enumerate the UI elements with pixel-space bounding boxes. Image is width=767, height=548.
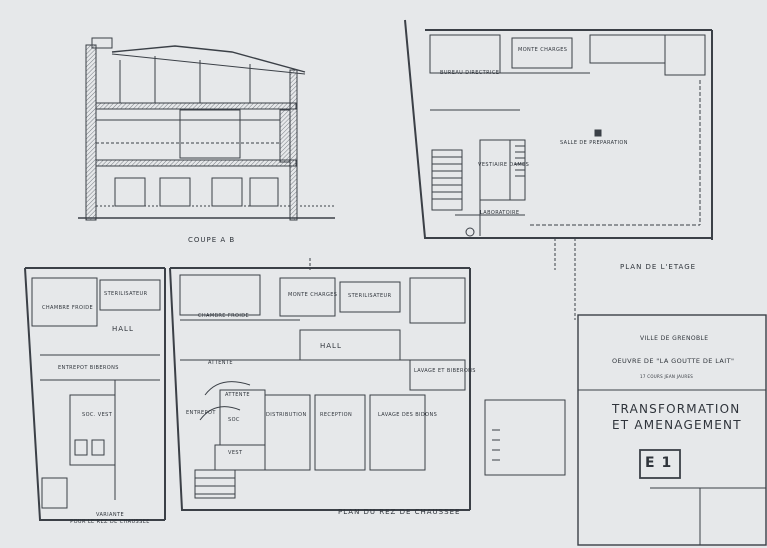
room-vestiaire: VESTIAIRE DAMES [478, 162, 530, 168]
room-soc: SOC [228, 417, 240, 423]
title-work: OEUVRE DE "LA GOUTTE DE LAIT" [612, 357, 735, 365]
upper-floor-plan-drawing [404, 19, 713, 320]
variant-room-hall: HALL [112, 325, 134, 333]
room-monte-charges-upper: MONTE CHARGES [518, 47, 568, 53]
room-chambre-froide: CHAMBRE FROIDE [198, 313, 250, 319]
section-a-b-title: COUPE A B [188, 236, 236, 244]
variant-plan-title: VARIANTE POUR LE REZ DE CHAUSSEE [70, 512, 150, 525]
room-hall: HALL [320, 342, 342, 350]
ground-plan-title: PLAN DU REZ DE CHAUSSEE [338, 508, 461, 516]
room-entrepot: ENTREPOT [186, 410, 216, 416]
variant-room-soc-vest: SOC. VEST [82, 412, 113, 418]
room-attente: ATTENTE [208, 360, 233, 366]
upper-plan-title: PLAN DE L'ETAGE [620, 263, 697, 271]
room-vest: VEST [228, 450, 243, 456]
room-bureau-directrice: BUREAU DIRECTRICE [440, 70, 500, 76]
room-attente-2: ATTENTE [225, 392, 250, 398]
title-city: VILLE DE GRENOBLE [640, 335, 709, 342]
room-lavage: LAVAGE DES BIDONS [378, 412, 438, 418]
variant-room-chambre-froide: CHAMBRE FROIDE [42, 305, 94, 311]
title-line-1: TRANSFORMATION [612, 402, 741, 416]
room-distribution: DISTRIBUTION [266, 412, 307, 418]
sheet-code: E 1 [645, 455, 673, 471]
variant-room-sterilisateur: STERILISATEUR [104, 291, 148, 297]
room-sterilisateur: STERILISATEUR [348, 293, 392, 299]
title-block-frame [577, 314, 767, 546]
room-salle-preparation: SALLE DE PREPARATION [560, 140, 628, 146]
legend-frame [484, 399, 566, 476]
variant-plan-drawing [24, 267, 166, 521]
room-biberons: LAVAGE ET BIBERONS [414, 368, 476, 374]
section-a-b-drawing [78, 37, 335, 221]
room-laboratoire: LABORATOIRE [480, 210, 520, 216]
title-address: 17 COURS JEAN JAURES [640, 374, 694, 379]
variant-room-entrepot: ENTREPOT BIBERONS [58, 365, 119, 371]
title-line-2: ET AMENAGEMENT [612, 418, 742, 432]
room-reception: RECEPTION [320, 412, 353, 418]
ground-floor-plan-drawing [169, 258, 471, 511]
room-monte-charges: MONTE CHARGES [288, 292, 338, 298]
